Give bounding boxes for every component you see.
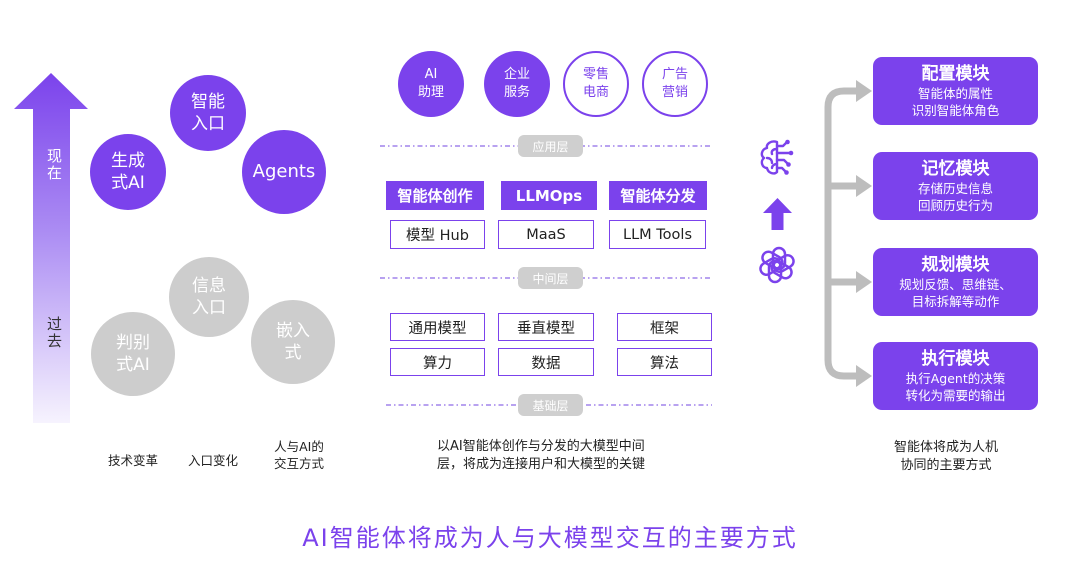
timeline-now-label: 现在 <box>45 148 63 182</box>
middle-caption: 以AI智能体创作与分发的大模型中间 层，将成为连接用户和大模型的关键 <box>437 439 646 472</box>
circle-discriminative-ai: 判别 式AI <box>91 312 175 396</box>
module-line: 存储历史信息 <box>917 181 993 196</box>
module-title: 配置模块 <box>921 64 990 84</box>
brain-circuit-icon <box>760 139 794 175</box>
module-title: 执行模块 <box>921 349 990 369</box>
header-llmops: LLMOps <box>501 181 597 210</box>
module-line: 执行Agent的决策 <box>905 371 1006 386</box>
timeline-past-label: 过去 <box>45 316 63 350</box>
scenario-enterprise-service: 企业 服务 <box>484 51 550 117</box>
scenario-advertising: 广告 营销 <box>642 51 708 117</box>
dimension-label-entry: 入口变化 <box>187 453 238 468</box>
scenario-retail-ecommerce: 零售 电商 <box>563 51 629 117</box>
module-line: 识别智能体角色 <box>911 103 1000 118</box>
module-config: 配置模块 智能体的属性 识别智能体角色 <box>873 57 1038 125</box>
page-title: AI智能体将成为人与大模型交互的主要方式 <box>302 524 798 552</box>
item-algorithm: 算法 <box>617 348 712 376</box>
right-caption: 智能体将成为人机 协同的主要方式 <box>893 440 998 473</box>
circle-agents: Agents <box>242 130 326 214</box>
header-agent-distribution: 智能体分发 <box>609 181 707 210</box>
circle-smart-entry: 智能 入口 <box>170 75 246 151</box>
circle-generative-ai: 生成 式AI <box>90 134 166 210</box>
header-agent-creation: 智能体创作 <box>386 181 484 210</box>
module-line: 回顾历史行为 <box>917 198 993 213</box>
item-data: 数据 <box>498 348 594 376</box>
module-title: 记忆模块 <box>921 159 990 179</box>
item-general-model: 通用模型 <box>390 313 485 341</box>
item-model-hub: 模型 Hub <box>390 220 485 249</box>
item-compute: 算力 <box>390 348 485 376</box>
scenario-ai-assistant: AI 助理 <box>398 51 464 117</box>
item-llm-tools: LLM Tools <box>609 220 706 249</box>
module-execution: 执行模块 执行Agent的决策 转化为需要的输出 <box>873 342 1038 410</box>
item-vertical-model: 垂直模型 <box>498 313 594 341</box>
dimension-label-interaction: 人与AI的 交互方式 <box>273 439 324 471</box>
module-line: 规划反馈、思维链、 <box>899 277 1012 292</box>
module-connector <box>824 80 872 387</box>
module-title: 规划模块 <box>921 255 990 275</box>
item-framework: 框架 <box>617 313 712 341</box>
circle-info-entry: 信息 入口 <box>169 257 249 337</box>
module-line: 目标拆解等动作 <box>911 294 1000 309</box>
module-memory: 记忆模块 存储历史信息 回顾历史行为 <box>873 152 1038 220</box>
application-layer-pill: 应用层 <box>518 135 583 157</box>
up-arrow-icon <box>763 198 792 230</box>
middle-layer-pill: 中间层 <box>518 267 583 289</box>
dimension-label-tech: 技术变革 <box>107 453 158 468</box>
item-maas: MaaS <box>498 220 594 249</box>
module-planning: 规划模块 规划反馈、思维链、 目标拆解等动作 <box>873 248 1038 316</box>
module-line: 智能体的属性 <box>917 86 993 101</box>
timeline-arrow <box>14 73 88 423</box>
module-line: 转化为需要的输出 <box>905 388 1006 403</box>
circle-embedded: 嵌入 式 <box>251 300 335 384</box>
openai-logo-icon <box>759 246 795 284</box>
foundation-layer-pill: 基础层 <box>518 394 583 416</box>
